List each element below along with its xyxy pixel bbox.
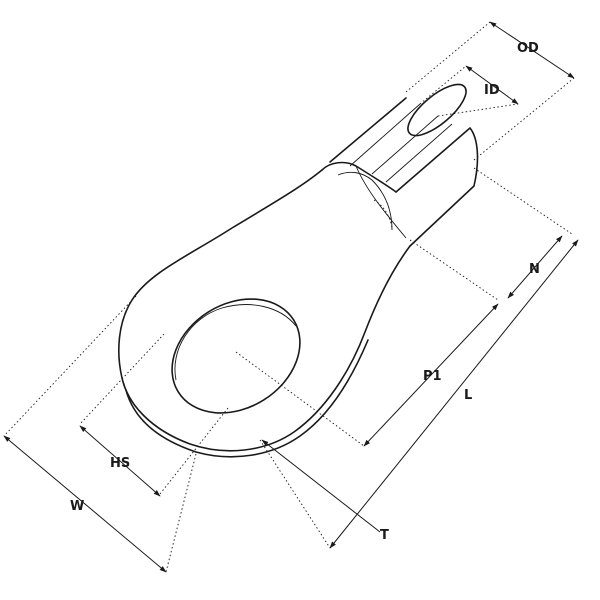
label-id: ID <box>484 83 500 98</box>
ring-hole-inner-edge <box>174 304 297 381</box>
label-t: T <box>380 528 389 543</box>
tongue-outline <box>118 169 411 452</box>
funnel-inner <box>337 171 393 231</box>
tongue-left-edge <box>121 377 127 391</box>
barrel-seam <box>349 103 453 183</box>
label-l: L <box>464 388 472 403</box>
funnel-outline <box>321 161 397 193</box>
barrel-highlight <box>373 199 393 229</box>
dimension-labels: OD ID N P1 L HS W T <box>70 41 540 543</box>
label-p1: P1 <box>423 369 442 384</box>
id-dimension <box>465 65 519 105</box>
od-dimension <box>489 21 575 79</box>
extension-lines <box>3 21 575 573</box>
label-n: N <box>529 262 540 277</box>
barrel-outline <box>329 97 479 247</box>
label-w: W <box>70 499 84 514</box>
w-dimension <box>3 435 167 573</box>
funnel-edge <box>355 165 407 239</box>
ring-terminal-body <box>118 83 479 458</box>
barrel-end <box>407 83 467 137</box>
label-od: OD <box>517 41 539 56</box>
dimension-lines <box>3 21 579 573</box>
t-leader <box>261 439 381 533</box>
tongue-thickness-edge <box>125 339 369 458</box>
label-hs: HS <box>110 456 130 471</box>
ring-hole <box>171 298 301 414</box>
l-dimension <box>329 239 579 549</box>
